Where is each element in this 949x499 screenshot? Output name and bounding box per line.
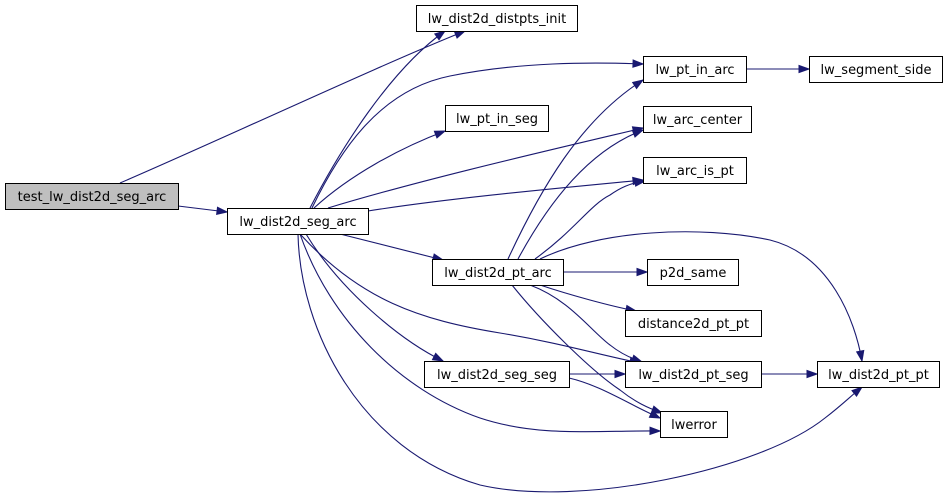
node-label: lw_dist2d_distpts_init bbox=[428, 12, 566, 27]
node-lwerror[interactable]: lwerror bbox=[660, 411, 728, 438]
edge-lw_dist2d_pt_seg-to-lw_dist2d_pt_pt bbox=[761, 369, 819, 379]
node-test_lw_dist2d_seg_arc[interactable]: test_lw_dist2d_seg_arc bbox=[5, 183, 179, 210]
node-lw_dist2d_pt_arc[interactable]: lw_dist2d_pt_arc bbox=[432, 259, 564, 286]
arrowhead bbox=[806, 369, 819, 379]
node-label: lw_dist2d_seg_arc bbox=[239, 215, 356, 230]
edge-lw_dist2d_seg_arc-to-lwerror bbox=[299, 233, 662, 436]
node-box[interactable] bbox=[643, 157, 747, 184]
node-lw_dist2d_pt_seg[interactable]: lw_dist2d_pt_seg bbox=[625, 361, 762, 388]
node-label: lw_dist2d_seg_seg bbox=[437, 368, 557, 383]
node-box[interactable] bbox=[643, 56, 747, 83]
arrowhead bbox=[433, 30, 447, 41]
edge-lw_dist2d_seg_arc-to-lw_dist2d_distpts_init bbox=[309, 30, 447, 209]
node-lw_dist2d_seg_arc[interactable]: lw_dist2d_seg_arc bbox=[227, 208, 369, 235]
arrowhead bbox=[633, 178, 647, 187]
arrowhead bbox=[851, 386, 864, 397]
node-label: lw_pt_in_arc bbox=[655, 63, 734, 78]
arrowhead bbox=[636, 267, 649, 277]
node-box[interactable] bbox=[625, 361, 762, 388]
edge-test_lw_dist2d_seg_arc-to-lw_dist2d_seg_arc bbox=[177, 205, 229, 216]
node-box[interactable] bbox=[432, 259, 564, 286]
edge-lw_dist2d_seg_arc-to-lw_dist2d_pt_pt bbox=[297, 233, 864, 493]
edge-lw_dist2d_seg_arc-to-lw_dist2d_pt_arc bbox=[339, 233, 445, 262]
call-graph-edges bbox=[119, 30, 865, 493]
edge-lw_dist2d_pt_arc-to-distance2d_pt_pt bbox=[539, 284, 638, 314]
arrowhead bbox=[631, 79, 645, 90]
node-lw_arc_center[interactable]: lw_arc_center bbox=[643, 106, 752, 133]
node-label: distance2d_pt_pt bbox=[638, 317, 749, 332]
node-lw_segment_side[interactable]: lw_segment_side bbox=[809, 56, 943, 83]
node-box[interactable] bbox=[660, 411, 728, 438]
edge-lw_dist2d_seg_seg-to-lw_dist2d_pt_seg bbox=[569, 369, 627, 379]
node-lw_dist2d_pt_pt[interactable]: lw_dist2d_pt_pt bbox=[817, 361, 940, 388]
arrowhead bbox=[648, 409, 662, 419]
edge-lw_dist2d_seg_arc-to-lw_dist2d_seg_seg bbox=[305, 233, 445, 362]
node-lw_pt_in_arc[interactable]: lw_pt_in_arc bbox=[643, 56, 747, 83]
node-lw_dist2d_distpts_init[interactable]: lw_dist2d_distpts_init bbox=[416, 5, 578, 32]
edge-lw_dist2d_pt_arc-to-lw_arc_is_pt bbox=[534, 178, 647, 260]
arrowhead bbox=[631, 129, 645, 138]
arrowhead bbox=[433, 130, 447, 139]
node-box[interactable] bbox=[445, 105, 549, 132]
node-box[interactable] bbox=[809, 56, 943, 83]
node-box[interactable] bbox=[227, 208, 369, 235]
arrowhead bbox=[431, 352, 445, 362]
edge-lw_dist2d_pt_arc-to-lw_arc_center bbox=[517, 129, 645, 260]
node-label: lw_arc_is_pt bbox=[656, 164, 734, 179]
node-label: lw_dist2d_pt_pt bbox=[828, 368, 929, 383]
edge-lw_dist2d_pt_arc-to-lw_pt_in_arc bbox=[507, 79, 645, 260]
node-box[interactable] bbox=[817, 361, 940, 388]
node-label: lw_pt_in_seg bbox=[456, 112, 538, 127]
edge-lw_dist2d_seg_arc-to-lw_pt_in_arc bbox=[311, 59, 645, 209]
edge-test_lw_dist2d_seg_arc-to-lw_dist2d_distpts_init bbox=[119, 30, 467, 184]
node-label: lw_arc_center bbox=[653, 113, 743, 128]
call-graph-nodes: test_lw_dist2d_seg_arclw_dist2d_seg_arcl… bbox=[5, 5, 943, 438]
arrowhead bbox=[453, 30, 467, 39]
node-lw_dist2d_seg_seg[interactable]: lw_dist2d_seg_seg bbox=[424, 361, 570, 388]
node-box[interactable] bbox=[416, 5, 578, 32]
node-box[interactable] bbox=[424, 361, 570, 388]
node-box[interactable] bbox=[643, 106, 752, 133]
node-box[interactable] bbox=[5, 183, 179, 210]
node-label: lw_dist2d_pt_seg bbox=[638, 368, 748, 383]
arrowhead bbox=[855, 349, 865, 363]
edge-lw_dist2d_pt_arc-to-lw_dist2d_pt_pt bbox=[539, 231, 865, 363]
arrowhead bbox=[798, 64, 811, 74]
arrowhead bbox=[216, 206, 229, 216]
arrowhead bbox=[614, 369, 627, 379]
node-lw_arc_is_pt[interactable]: lw_arc_is_pt bbox=[643, 157, 747, 184]
arrowhead bbox=[632, 59, 645, 68]
edge-lw_dist2d_seg_seg-to-lwerror bbox=[568, 377, 662, 419]
node-label: test_lw_dist2d_seg_arc bbox=[18, 190, 167, 205]
node-label: lw_dist2d_pt_arc bbox=[444, 266, 552, 281]
node-label: lw_segment_side bbox=[821, 63, 932, 78]
edge-lw_dist2d_seg_arc-to-lw_arc_is_pt bbox=[367, 176, 645, 212]
node-lw_pt_in_seg[interactable]: lw_pt_in_seg bbox=[445, 105, 549, 132]
edge-lw_dist2d_seg_arc-to-lw_pt_in_seg bbox=[313, 130, 447, 209]
node-box[interactable] bbox=[647, 259, 739, 286]
node-box[interactable] bbox=[625, 310, 762, 337]
edge-lw_dist2d_pt_arc-to-lwerror bbox=[511, 284, 664, 414]
edge-lw_pt_in_arc-to-lw_segment_side bbox=[746, 64, 811, 74]
edge-lw_dist2d_seg_arc-to-lw_dist2d_pt_seg bbox=[299, 233, 642, 366]
edge-lw_dist2d_pt_arc-to-p2d_same bbox=[563, 267, 649, 277]
node-label: p2d_same bbox=[660, 266, 727, 281]
arrowhead bbox=[650, 405, 664, 414]
node-label: lwerror bbox=[671, 418, 717, 433]
node-distance2d_pt_pt[interactable]: distance2d_pt_pt bbox=[625, 310, 762, 337]
arrowhead bbox=[649, 426, 662, 436]
node-p2d_same[interactable]: p2d_same bbox=[647, 259, 739, 286]
